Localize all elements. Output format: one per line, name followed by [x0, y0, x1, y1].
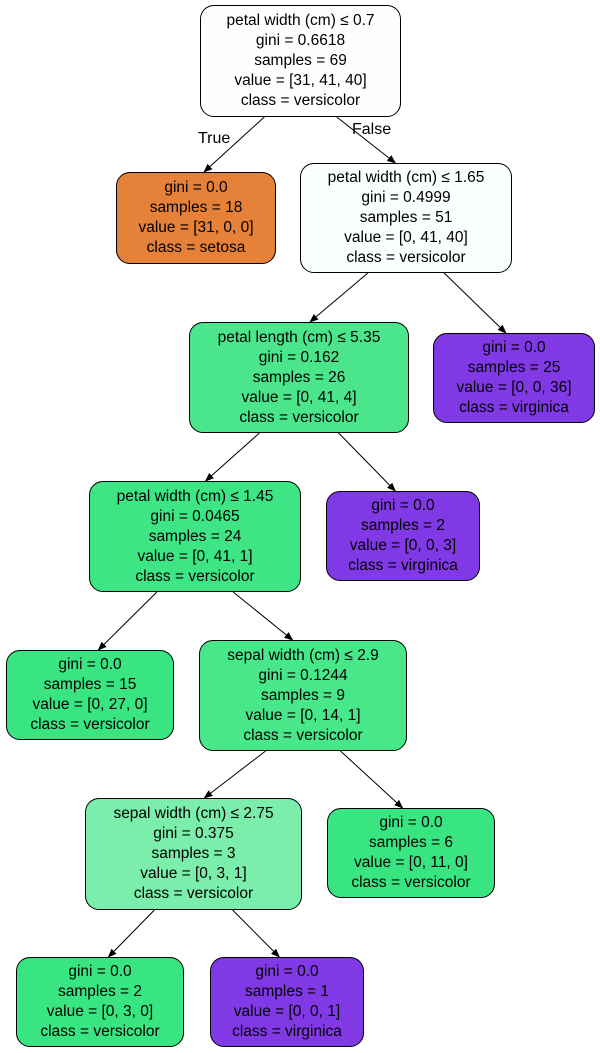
- tree-node-0: petal width (cm) ≤ 0.7 gini = 0.6618 sampl…: [200, 5, 401, 117]
- node-3-line-3: value = [0, 41, 4]: [241, 388, 357, 406]
- node-7-line-1: samples = 15: [43, 676, 137, 693]
- node-2-line-1: gini = 0.4999: [361, 189, 451, 206]
- edge-label-false: False: [352, 121, 392, 138]
- node-0-line-3: value = [31, 41, 40]: [234, 72, 367, 89]
- node-3-line-0: petal length (cm) ≤ 5.35: [217, 328, 381, 346]
- node-12-line-3: class = virginica: [232, 1023, 342, 1040]
- edge-5-7: [97, 591, 158, 651]
- edge-8-9: [203, 750, 266, 799]
- node-10-line-2: value = [0, 11, 0]: [354, 854, 468, 871]
- tree-node-10: gini = 0.0 samples = 6 value = [0, 11, 0] c…: [327, 808, 495, 898]
- node-1-line-2: value = [31, 0, 0]: [138, 219, 254, 236]
- node-2-line-3: value = [0, 41, 40]: [344, 229, 468, 246]
- node-0-line-4: class = versicolor: [240, 92, 361, 109]
- edge-3-6: [338, 432, 396, 492]
- node-0-line-1: gini = 0.6618: [255, 32, 346, 49]
- node-11-line-3: class = versicolor: [40, 1023, 160, 1040]
- node-1-line-0: gini = 0.0: [164, 179, 228, 196]
- node-5-line-3: value = [0, 41, 1]: [137, 547, 253, 565]
- node-4-line-2: value = [0, 0, 36]: [456, 379, 572, 396]
- node-9-line-0: sepal width (cm) ≤ 2.75: [113, 805, 274, 822]
- node-12-line-2: value = [0, 0, 1]: [233, 1003, 341, 1020]
- node-0-line-0: petal width (cm) ≤ 0.7: [226, 12, 375, 29]
- node-9-line-3: value = [0, 3, 1]: [140, 865, 247, 882]
- tree-node-7: gini = 0.0 samples = 15 value = [0, 27, 0]…: [6, 650, 174, 740]
- node-9-line-1: gini = 0.375: [153, 825, 234, 842]
- node-10-line-1: samples = 6: [368, 834, 453, 851]
- tree-node-5: petal width (cm) ≤ 1.45 gini = 0.0465 samp…: [89, 481, 301, 592]
- tree-node-8: sepal width (cm) ≤ 2.9 gini = 0.1244 sampl…: [199, 640, 407, 751]
- node-4-line-3: class = virginica: [459, 399, 569, 416]
- node-10-line-3: class = versicolor: [351, 874, 471, 891]
- edge-9-11: [107, 909, 155, 958]
- node-7-line-0: gini = 0.0: [58, 656, 122, 673]
- tree-node-11: gini = 0.0 samples = 2 value = [0, 3, 0] cl…: [16, 957, 184, 1047]
- node-12-line-1: samples = 1: [244, 983, 329, 1000]
- tree-node-4: gini = 0.0 samples = 25 value = [0, 0, 36]…: [433, 333, 595, 423]
- edge-9-12: [232, 909, 280, 958]
- node-8-line-0: sepal width (cm) ≤ 2.9: [227, 646, 379, 664]
- node-5-line-1: gini = 0.0465: [150, 507, 240, 525]
- tree-node-6: gini = 0.0 samples = 2 value = [0, 0, 3] cl…: [326, 491, 480, 581]
- node-9-line-2: samples = 3: [151, 845, 236, 862]
- edge-label-true: True: [198, 130, 231, 147]
- edge-0-1: [203, 116, 265, 173]
- node-12-line-0: gini = 0.0: [255, 963, 319, 980]
- node-4-line-0: gini = 0.0: [482, 339, 546, 356]
- tree-node-1: gini = 0.0 samples = 18 value = [31, 0, 0]…: [116, 172, 276, 264]
- edge-5-8: [232, 591, 294, 641]
- node-2-line-0: petal width (cm) ≤ 1.65: [327, 169, 485, 186]
- node-3-line-2: samples = 26: [252, 368, 346, 386]
- node-1-line-1: samples = 18: [149, 199, 243, 216]
- node-6-line-3: class = virginica: [348, 557, 458, 574]
- tree-node-12: gini = 0.0 samples = 1 value = [0, 0, 1] cl…: [210, 957, 364, 1047]
- node-8-line-1: gini = 0.1244: [258, 666, 348, 684]
- node-8-line-3: value = [0, 14, 1]: [245, 706, 361, 724]
- node-3-line-4: class = versicolor: [239, 408, 359, 426]
- node-11-line-2: value = [0, 3, 0]: [46, 1003, 154, 1020]
- node-7-line-2: value = [0, 27, 0]: [32, 696, 148, 713]
- node-6-line-0: gini = 0.0: [371, 497, 435, 514]
- node-4-line-1: samples = 25: [467, 359, 561, 376]
- edge-2-4: [443, 272, 507, 334]
- node-5-line-0: petal width (cm) ≤ 1.45: [116, 487, 274, 505]
- node-8-line-2: samples = 9: [260, 686, 345, 704]
- edge-0-2: [336, 116, 397, 164]
- tree-node-2: petal width (cm) ≤ 1.65 gini = 0.4999 samp…: [300, 163, 512, 273]
- node-6-line-2: value = [0, 0, 3]: [349, 537, 457, 554]
- edge-8-10: [340, 750, 404, 809]
- tree-node-9: sepal width (cm) ≤ 2.75 gini = 0.375 sampl…: [85, 798, 302, 910]
- node-1-line-3: class = setosa: [146, 239, 246, 256]
- node-7-line-3: class = versicolor: [30, 716, 150, 733]
- node-5-line-2: samples = 24: [148, 527, 242, 545]
- node-2-line-4: class = versicolor: [346, 249, 466, 266]
- node-9-line-4: class = versicolor: [133, 885, 254, 902]
- node-11-line-0: gini = 0.0: [68, 963, 132, 980]
- node-3-line-1: gini = 0.162: [258, 348, 340, 366]
- node-8-line-4: class = versicolor: [243, 726, 363, 744]
- node-6-line-1: samples = 2: [360, 517, 445, 534]
- node-10-line-0: gini = 0.0: [379, 814, 443, 831]
- node-5-line-4: class = versicolor: [135, 567, 255, 585]
- node-11-line-1: samples = 2: [57, 983, 142, 1000]
- tree-node-3: petal length (cm) ≤ 5.35 gini = 0.162 samp…: [189, 322, 409, 433]
- edge-3-5: [204, 432, 260, 482]
- edge-2-3: [309, 272, 369, 323]
- node-0-line-2: samples = 69: [254, 52, 347, 69]
- node-2-line-2: samples = 51: [359, 209, 453, 226]
